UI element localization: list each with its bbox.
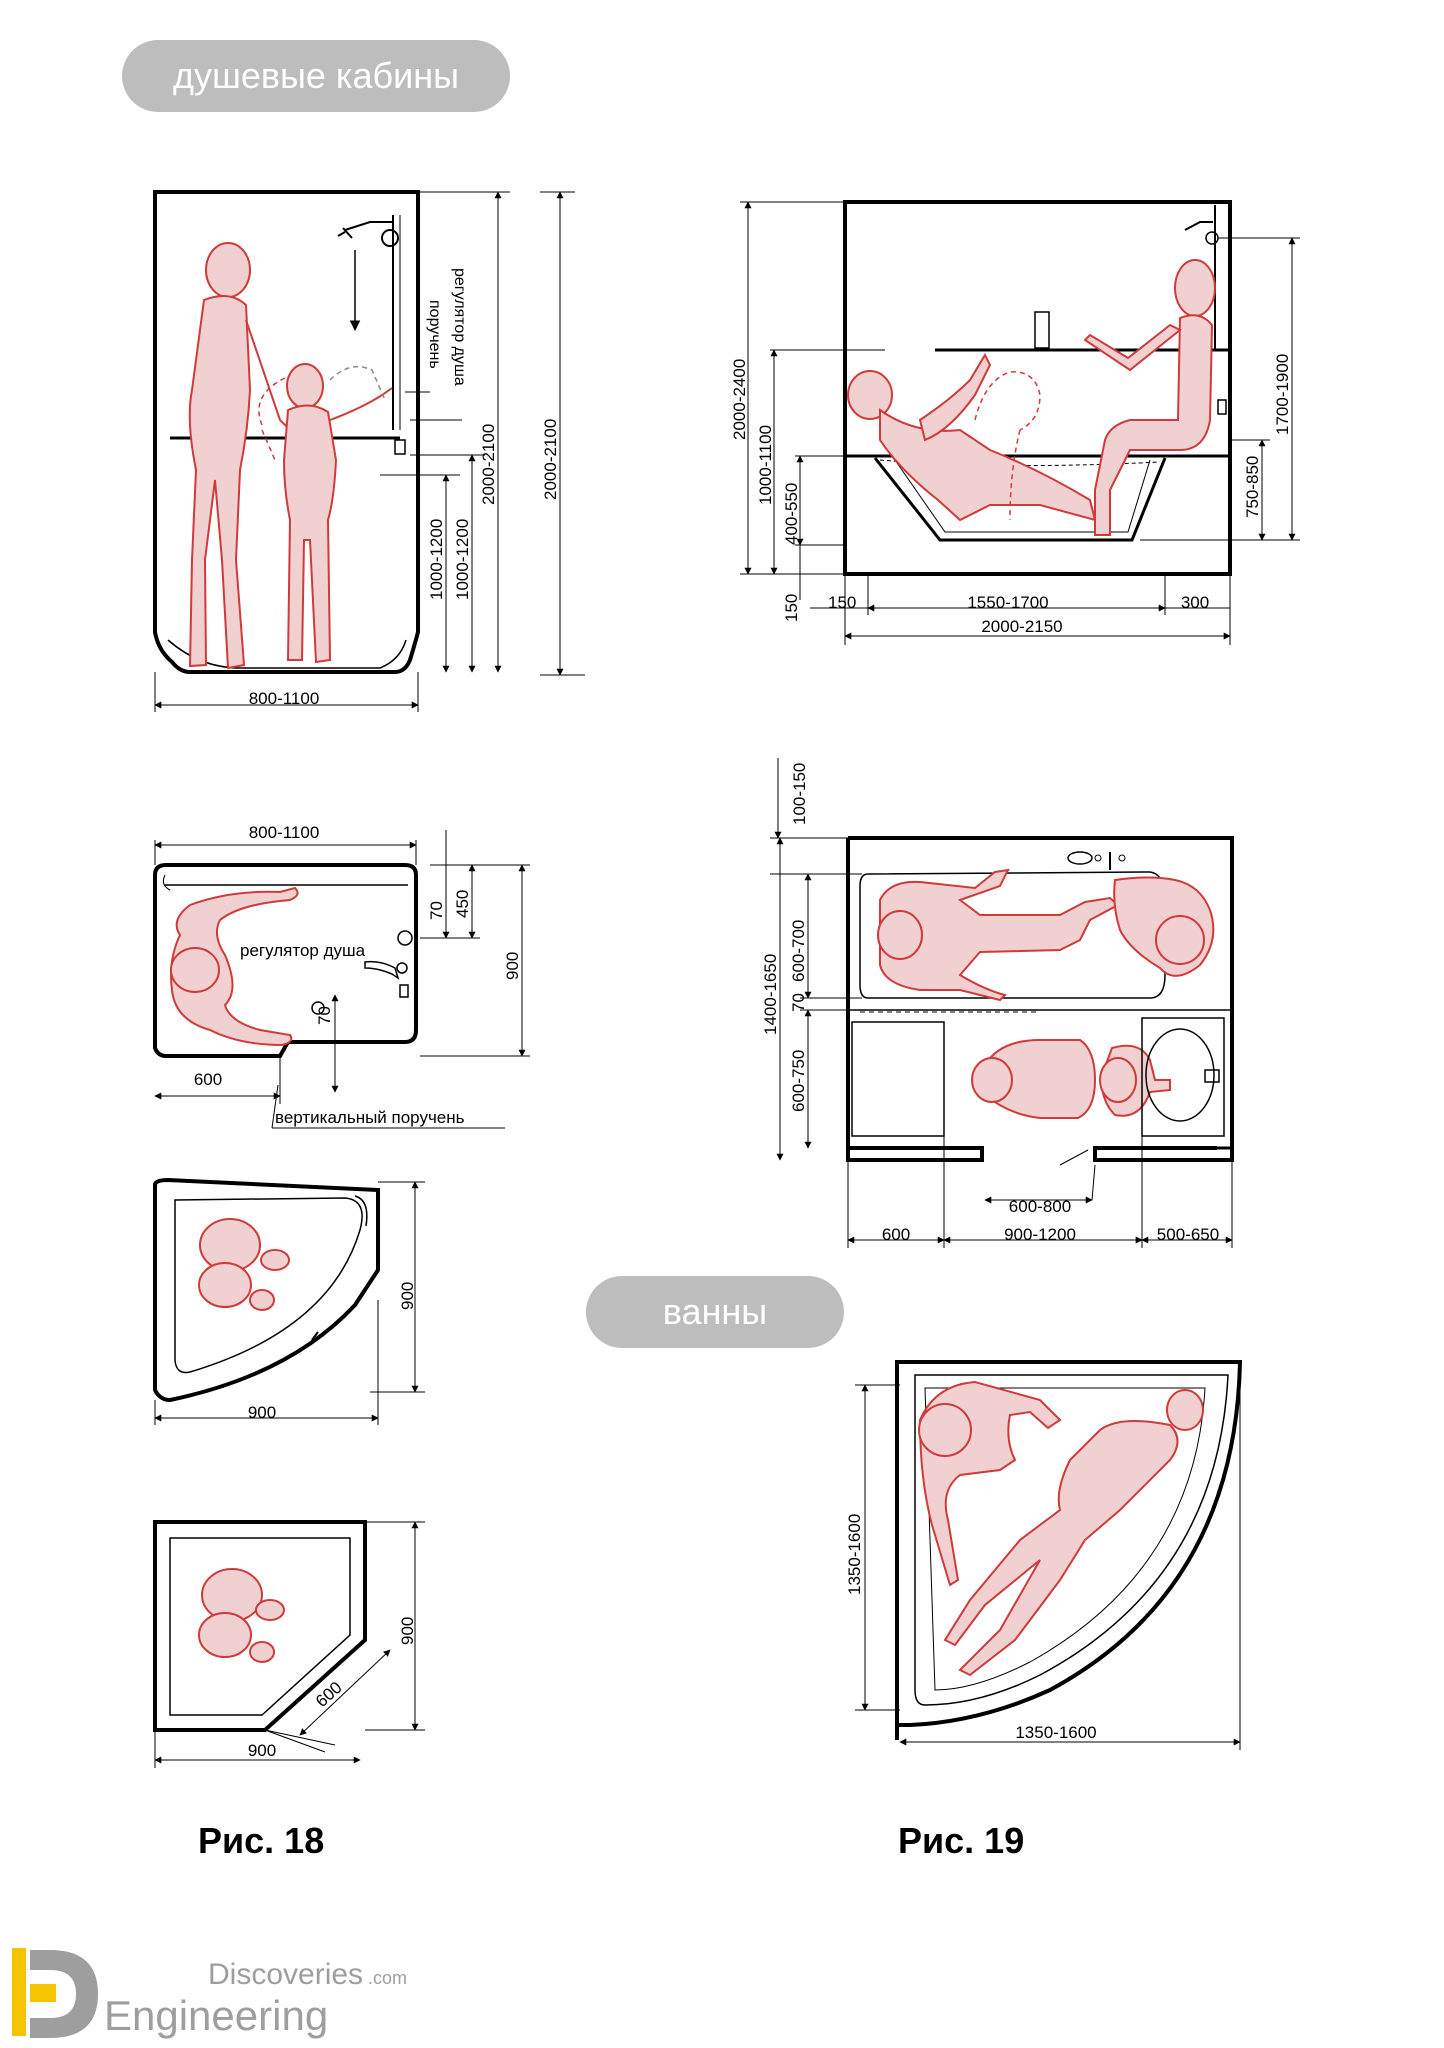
dim-bath-1000-1100: 1000-1100 bbox=[756, 425, 775, 505]
dim-bath-1700-1900: 1700-1900 bbox=[1273, 354, 1292, 435]
bath-elevation: 2000-2400 1000-1100 400-550 150 150 1550… bbox=[730, 200, 1300, 645]
dim-corner2-bottom: 900 bbox=[248, 1741, 276, 1760]
label-shower-regulator: регулятор душа bbox=[451, 268, 468, 386]
shower-plan: регулятор душа 800-1100 70 450 900 70 60… bbox=[153, 823, 530, 1129]
dim-plan-600-700: 600-700 bbox=[789, 920, 808, 982]
dim-corner2-side: 900 bbox=[398, 1617, 417, 1645]
label-handrail: поручень bbox=[426, 300, 443, 369]
dim-plan-1400-1650: 1400-1650 bbox=[761, 954, 780, 1035]
logo-suffix: .com bbox=[368, 1968, 407, 1988]
dim-shower-h1: 1000-1200 bbox=[427, 519, 446, 600]
figure-caption-18: Рис. 18 bbox=[198, 1820, 325, 1861]
corner-shower-2: 900 900 600 bbox=[153, 1520, 425, 1768]
dim-bath-2000-2400: 2000-2400 bbox=[730, 359, 749, 440]
child-figure bbox=[282, 363, 393, 664]
dim-corner1-bottom: 900 bbox=[248, 1403, 276, 1422]
shower-cabin-outline bbox=[153, 190, 420, 674]
dim-shower-width: 800-1100 bbox=[249, 689, 320, 708]
dim-shower-h4: 2000-2100 bbox=[541, 419, 560, 500]
shower-head-icon bbox=[381, 229, 399, 247]
heading-baths: ванны bbox=[586, 1276, 844, 1348]
logo-word-engineering: Engineering bbox=[104, 1992, 328, 2039]
dim-bath-150v: 150 bbox=[782, 594, 801, 622]
dim-plan-500-650: 500-650 bbox=[1157, 1225, 1219, 1244]
engineering-discoveries-logo: Discoveries .com Engineering bbox=[12, 1948, 407, 2039]
dim-corner-bath-side: 1350-1600 bbox=[845, 1514, 864, 1595]
shower-elevation: поручень регулятор душа 800-1100 1000-12… bbox=[153, 190, 585, 712]
dim-plan-100-150: 100-150 bbox=[790, 763, 809, 825]
dim-plan-600b: 600 bbox=[882, 1225, 910, 1244]
dim-bath-1550-1700: 1550-1700 bbox=[967, 593, 1048, 612]
dim-plan-600-750: 600-750 bbox=[789, 1050, 808, 1112]
dim-bath-2000-2150: 2000-2150 bbox=[981, 617, 1062, 636]
dim-plan-70b: 70 bbox=[315, 1006, 334, 1025]
logo-word-discoveries: Discoveries bbox=[208, 1958, 363, 1991]
dim-bath-400-550: 400-550 bbox=[782, 483, 801, 545]
dim-shower-h2: 1000-1200 bbox=[453, 519, 472, 600]
dim-bath-300: 300 bbox=[1181, 593, 1209, 612]
adult-figure bbox=[188, 242, 291, 670]
dim-bath-750-850: 750-850 bbox=[1243, 456, 1262, 518]
corner-shower-1: 900 900 bbox=[153, 1177, 425, 1425]
dim-plan-900-1200: 900-1200 bbox=[1004, 1225, 1076, 1244]
dim-corner-bath-bottom: 1350-1600 bbox=[1015, 1723, 1096, 1742]
bath-plan: 100-150 1400-1650 600-700 70 600-750 600… bbox=[761, 758, 1234, 1248]
label-plan-regulator: регулятор душа bbox=[240, 941, 366, 960]
dim-corner1-side: 900 bbox=[398, 1282, 417, 1310]
corner-bath: 1350-1600 1350-1600 bbox=[845, 1360, 1243, 1750]
dim-plan-450: 450 bbox=[453, 890, 472, 918]
dim-bath-150: 150 bbox=[828, 593, 856, 612]
label-vertical-rail: вертикальный поручень bbox=[275, 1108, 465, 1127]
dim-plan-600: 600 bbox=[194, 1070, 222, 1089]
dim-plan-600-800: 600-800 bbox=[1009, 1197, 1071, 1216]
plan-figure bbox=[170, 886, 299, 1047]
dim-shower-h3: 2000-2100 bbox=[479, 424, 498, 505]
dim-plan-width: 800-1100 bbox=[249, 823, 320, 842]
heading-shower-cabins: душевые кабины bbox=[122, 40, 510, 112]
dim-plan-900: 900 bbox=[503, 952, 522, 980]
dim-plan-70: 70 bbox=[789, 993, 808, 1012]
dim-plan-70a: 70 bbox=[427, 901, 446, 920]
figure-caption-19: Рис. 19 bbox=[898, 1820, 1025, 1861]
